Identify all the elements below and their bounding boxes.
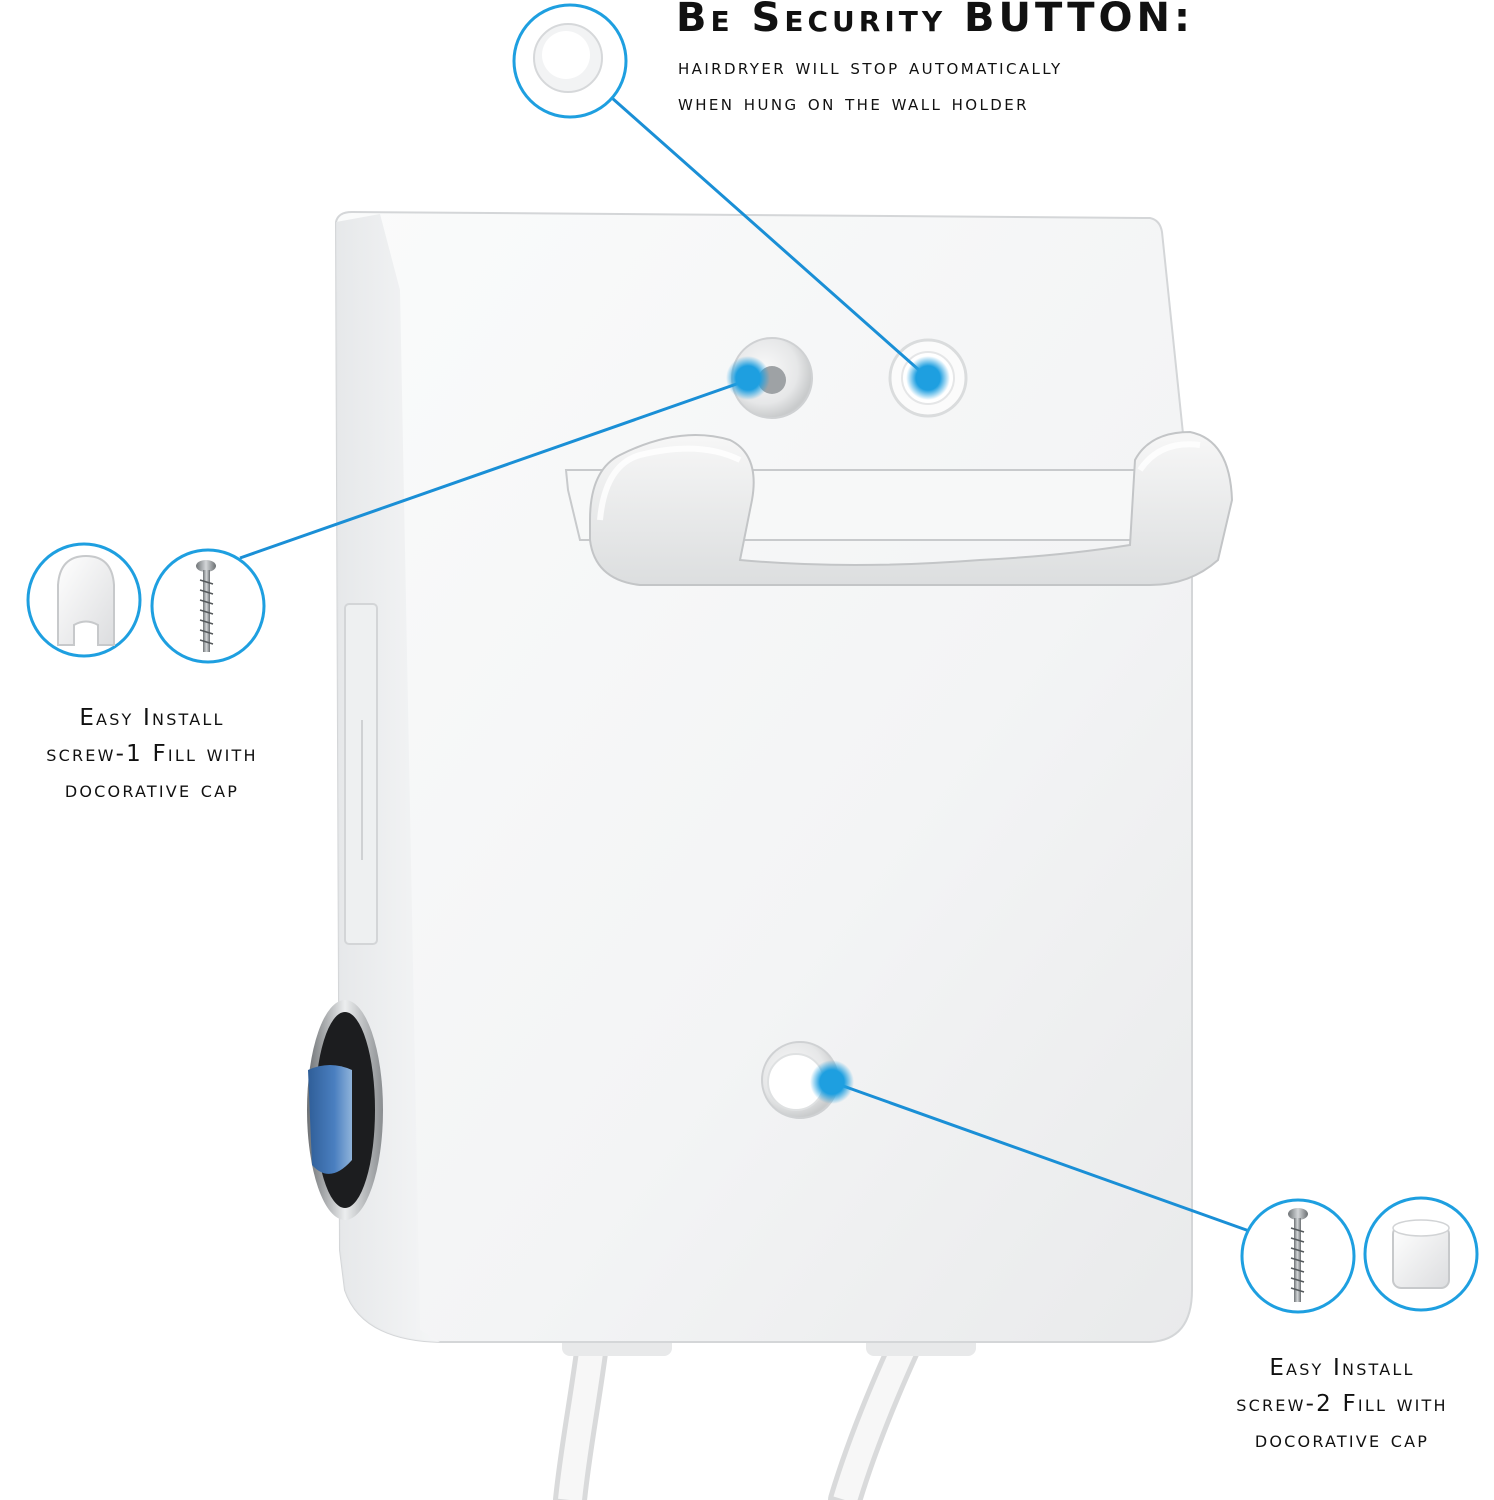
decorative-cap-icon: [26, 542, 142, 658]
screw-icon: [1240, 1198, 1356, 1314]
screw-2-caption-line-2: screw-2 Fill with: [1236, 1391, 1448, 1417]
screw-1-caption-line-3: docorative cap: [64, 777, 240, 803]
description-line-2: when hung on the wall holder: [678, 91, 1029, 116]
round-button-icon: [512, 3, 628, 119]
decorative-cap-icon: [1363, 1196, 1479, 1312]
screw-2-caption-line-1: Easy Install: [1269, 1355, 1415, 1381]
callout-lines: [239, 96, 1253, 1234]
screw-1-caption-line-2: screw-1 Fill with: [46, 741, 258, 767]
description-line-1: hairdryer will stop automatically: [678, 55, 1063, 80]
screw-2-caption: Easy Install screw-2 Fill with docorativ…: [1190, 1350, 1494, 1458]
screw-2-caption-line-3: docorative cap: [1254, 1427, 1430, 1453]
screw-icon: [150, 548, 266, 664]
screw-1-caption-line-1: Easy Install: [79, 705, 225, 731]
power-cords: [553, 1328, 976, 1500]
dryer-hook: [564, 430, 1234, 586]
security-button-title: Be Security BUTTON:: [676, 0, 1194, 41]
rocker-switch-icon: [307, 1000, 383, 1220]
target-markers: [726, 356, 950, 1104]
security-button-description: hairdryer will stop automatically when h…: [678, 50, 1063, 122]
screw-1-caption: Easy Install screw-1 Fill with docorativ…: [0, 700, 304, 808]
